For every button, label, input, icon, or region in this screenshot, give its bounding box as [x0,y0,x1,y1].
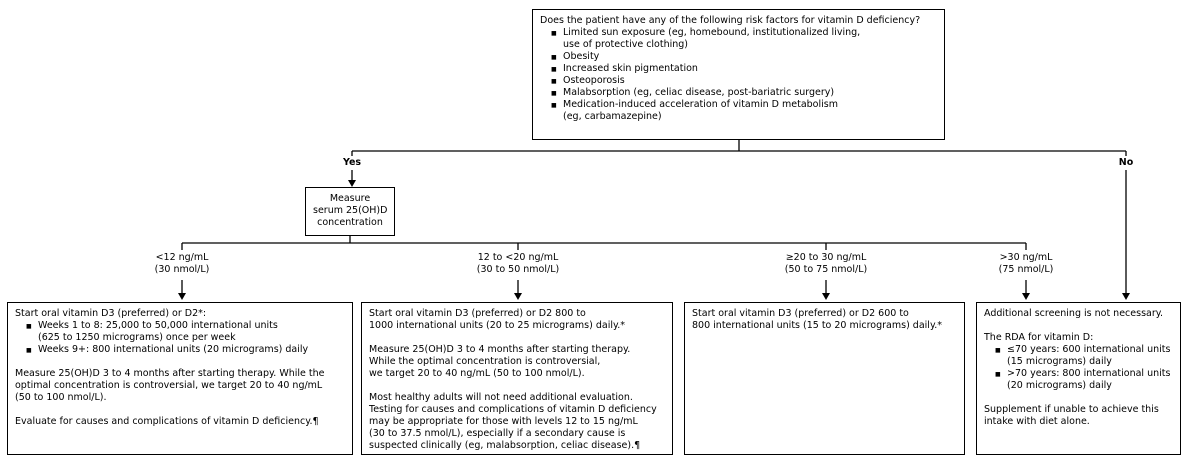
bullet-item: Increased skin pigmentation [550,63,937,76]
text-line: Weeks 1 to 8: 25,000 to 50,000 internati… [38,320,278,331]
text-line: optimal concentration is controversial, … [15,380,323,391]
branch-label-20-to-30: ≥20 to 30 ng/mL (50 to 75 nmol/L) [736,252,916,276]
text-line: Most healthy adults will not need additi… [369,392,633,403]
arrowhead-yes [348,180,356,187]
text-line: (30 to 37.5 nmol/L), especially if a sec… [369,428,626,439]
branch-label-line: (75 nmol/L) [998,264,1054,275]
paragraph: Additional screening is not necessary. [984,308,1173,320]
text-line: Start oral vitamin D3 (preferred) or D2*… [15,308,207,319]
branch-label-line: <12 ng/mL [155,252,209,263]
text-line: suspected clinically (eg, malabsorption,… [369,440,641,451]
paragraph: Start oral vitamin D3 (preferred) or D2 … [692,308,957,332]
bullet-item: ≤70 years: 600 international units(15 mi… [994,344,1173,368]
measure-box-line: serum 25(OH)D [313,205,388,216]
text-line: >70 years: 800 international units [1007,368,1171,379]
arrowhead-branch1 [178,293,186,300]
text-line: intake with diet alone. [984,416,1090,427]
text-line: use of protective clothing) [563,39,689,50]
treatment-box-moderate-deficiency: Start oral vitamin D3 (preferred) or D2 … [361,302,673,455]
text-line: Malabsorption (eg, celiac disease, post-… [563,87,835,98]
text-line: Testing for causes and complications of … [369,404,657,415]
bullet-item: >70 years: 800 international units(20 mi… [994,368,1173,392]
text-line: (20 micrograms) daily [1007,380,1112,391]
question-title-text: Does the patient have any of the followi… [540,15,921,26]
treatment-box-mild-insufficiency: Start oral vitamin D3 (preferred) or D2 … [684,302,965,455]
bullet-item: Weeks 9+: 800 international units (20 mi… [25,344,345,357]
risk-factor-list: Limited sun exposure (eg, homebound, ins… [540,27,937,123]
question-title: Does the patient have any of the followi… [540,15,937,27]
bullet-item: Weeks 1 to 8: 25,000 to 50,000 internati… [25,320,345,344]
bullet-item: Obesity [550,51,937,64]
arrowhead-branch3 [822,293,830,300]
paragraph: The RDA for vitamin D: [984,332,1173,344]
measure-box-line: concentration [317,217,383,228]
paragraph: Measure 25(OH)D 3 to 4 months after star… [15,368,345,404]
arrowhead-branch4 [1022,293,1030,300]
paragraph: Most healthy adults will not need additi… [369,392,665,452]
branch-label-line: (50 to 75 nmol/L) [784,264,868,275]
text-line: Medication-induced acceleration of vitam… [563,99,838,110]
bullet-item: Osteoporosis [550,75,937,88]
text-line: While the optimal concentration is contr… [369,356,601,367]
text-line: Obesity [563,51,600,62]
text-line: (15 micrograms) daily [1007,356,1112,367]
paragraph: Evaluate for causes and complications of… [15,416,345,428]
text-line: Additional screening is not necessary. [984,308,1164,319]
yes-branch-label: Yes [342,157,362,168]
paragraph: Start oral vitamin D3 (preferred) or D2*… [15,308,345,320]
text-line: 1000 international units (20 to 25 micro… [369,320,626,331]
branch-label-line: (30 to 50 nmol/L) [476,264,560,275]
measure-box-line: Measure [329,193,371,204]
paragraph: Measure 25(OH)D 3 to 4 months after star… [369,344,665,380]
text-line: Weeks 9+: 800 international units (20 mi… [38,344,309,355]
branch-label-line: (30 nmol/L) [154,264,210,275]
bullet-item: Limited sun exposure (eg, homebound, ins… [550,27,937,51]
text-line: Limited sun exposure (eg, homebound, ins… [563,27,861,38]
text-line: 800 international units (15 to 20 microg… [692,320,942,331]
arrowhead-no [1122,293,1130,300]
paragraph: Start oral vitamin D3 (preferred) or D2 … [369,308,665,332]
branch-label-line: >30 ng/mL [999,252,1053,263]
text-line: Osteoporosis [563,75,625,86]
text-line: we target 20 to 40 ng/mL (50 to 100 nmol… [369,368,585,379]
no-branch-label: No [1118,157,1134,168]
branch-label-under-12: <12 ng/mL (30 nmol/L) [92,252,272,276]
branch-label-over-30: >30 ng/mL (75 nmol/L) [936,252,1116,276]
branch-label-line: 12 to <20 ng/mL [477,252,559,263]
text-line: Increased skin pigmentation [563,63,698,74]
text-line: Start oral vitamin D3 (preferred) or D2 … [692,308,909,319]
risk-factors-question-box: Does the patient have any of the followi… [532,9,945,140]
text-line: ≤70 years: 600 international units [1007,344,1171,355]
arrowhead-branch2 [514,293,522,300]
text-line: The RDA for vitamin D: [984,332,1094,343]
text-line: Evaluate for causes and complications of… [15,416,319,427]
bullet-item: Malabsorption (eg, celiac disease, post-… [550,87,937,100]
text-line: may be appropriate for those with levels… [369,416,638,427]
text-line: (625 to 1250 micrograms) once per week [38,332,236,343]
text-line: Measure 25(OH)D 3 to 4 months after star… [15,368,325,379]
text-line: Measure 25(OH)D 3 to 4 months after star… [369,344,631,355]
treatment-box-severe-deficiency: Start oral vitamin D3 (preferred) or D2*… [7,302,353,455]
bullet-item: Medication-induced acceleration of vitam… [550,99,937,123]
branch-label-12-to-20: 12 to <20 ng/mL (30 to 50 nmol/L) [428,252,608,276]
text-line: (eg, carbamazepine) [563,111,662,122]
measure-25ohd-box: Measure serum 25(OH)D concentration [305,187,395,236]
branch-label-line: ≥20 to 30 ng/mL [785,252,867,263]
text-line: Supplement if unable to achieve this [984,404,1159,415]
no-screening-rda-box: Additional screening is not necessary. Th… [976,302,1181,455]
text-line: (50 to 100 nmol/L). [15,392,107,403]
text-line: Start oral vitamin D3 (preferred) or D2 … [369,308,586,319]
